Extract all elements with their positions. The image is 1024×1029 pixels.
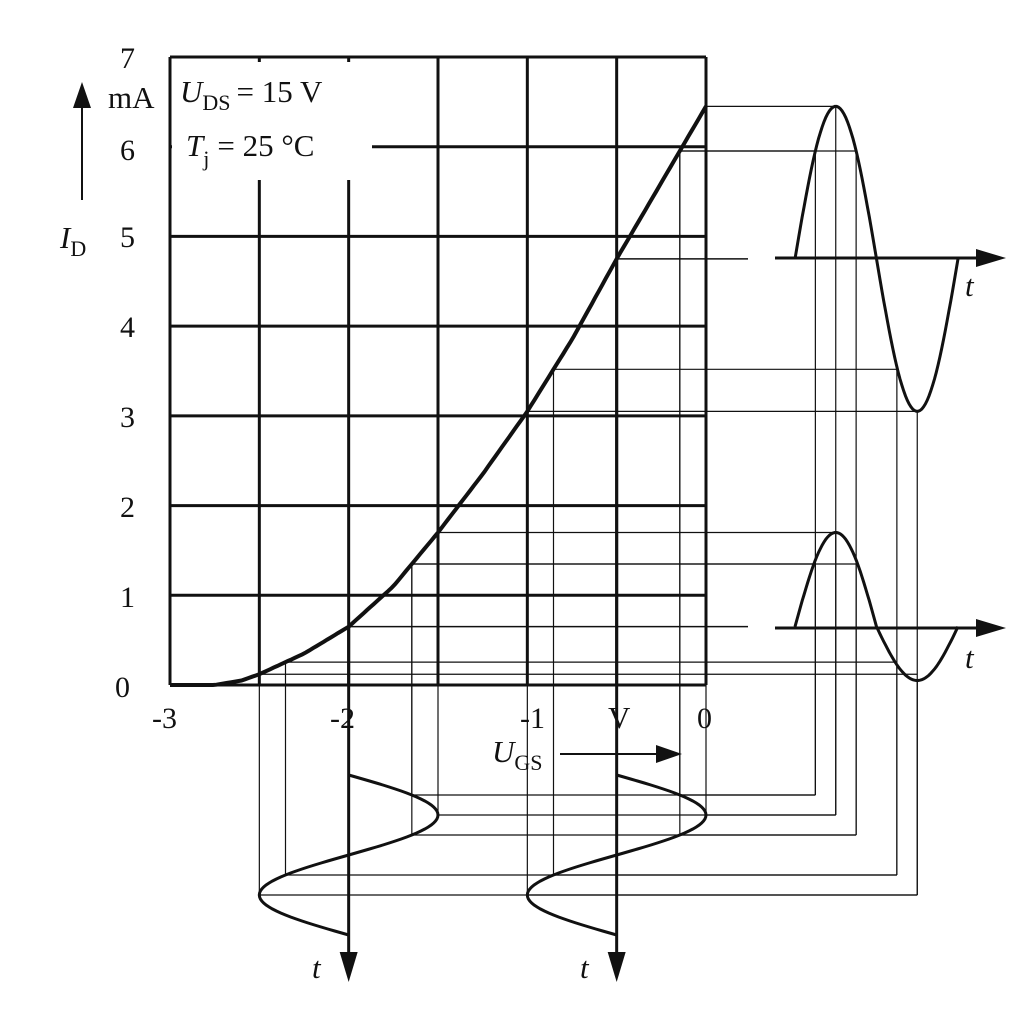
projection-lines	[258, 105, 918, 896]
y-tick-label: 5	[120, 221, 135, 254]
time-label-bottom: t	[965, 640, 975, 675]
x-axis-title: UGS	[492, 734, 543, 775]
output-time-arrow	[976, 619, 1006, 637]
x-tick-label: 0	[697, 702, 712, 735]
y-tick-label: 7	[120, 42, 135, 75]
y-tick-labels: 0 1 2 3 4 5 6 7	[115, 42, 135, 704]
y-tick-label: 0	[115, 671, 130, 704]
label-backdrop	[172, 62, 372, 180]
waveforms	[257, 104, 1006, 982]
uds-label: UDS= 15 V	[180, 74, 323, 115]
x-tick-labels: -3 -2 -1 0	[152, 702, 712, 735]
y-tick-label: 3	[120, 401, 135, 434]
output-waveform	[793, 531, 960, 682]
input-time-arrow	[607, 952, 626, 982]
y-axis-title: ID	[59, 220, 86, 261]
x-tick-label: -3	[152, 702, 177, 735]
x-tick-label: -1	[520, 702, 545, 735]
y-tick-label: 6	[120, 134, 135, 167]
y-axis-arrow-head	[73, 82, 91, 108]
x-axis-unit: V	[608, 700, 631, 735]
time-label-left: t	[312, 950, 322, 985]
y-axis-unit: mA	[108, 80, 155, 115]
x-axis-arrow-head	[656, 745, 682, 763]
y-tick-label: 1	[120, 581, 135, 614]
y-tick-label: 4	[120, 311, 135, 344]
x-tick-label: -2	[330, 702, 355, 735]
y-tick-label: 2	[120, 491, 135, 524]
output-time-arrow	[976, 249, 1006, 267]
input-time-arrow	[339, 952, 358, 982]
tj-label: Tj= 25 °C	[186, 128, 314, 171]
time-label-right: t	[580, 950, 590, 985]
time-label-top: t	[965, 268, 975, 303]
